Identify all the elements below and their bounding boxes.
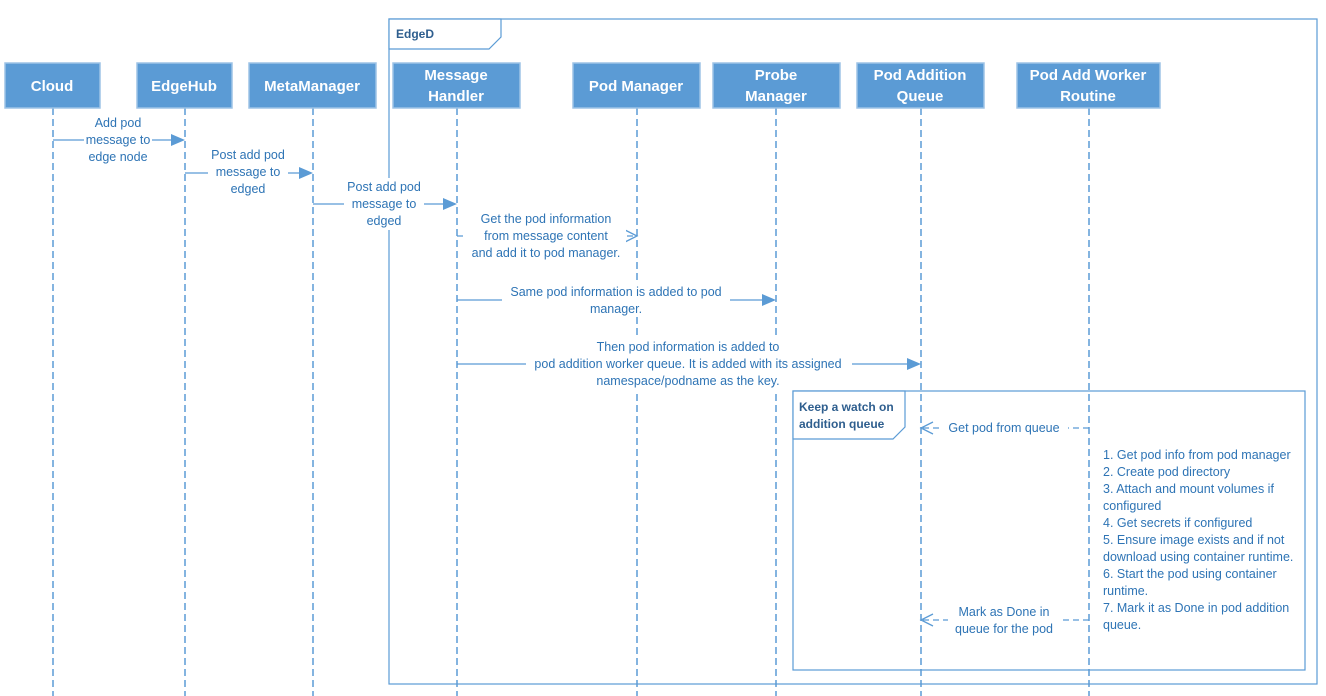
message-handler-to-probemanager: Same pod information is added to pod man… <box>457 283 776 317</box>
worker-steps-note: 1. Get pod info from pod manager 2. Crea… <box>1098 445 1304 637</box>
message-label-line: edged <box>231 182 266 196</box>
arrowhead <box>762 294 776 306</box>
worker-step-line: 2. Create pod directory <box>1103 465 1231 479</box>
actor-metamanager: MetaManager <box>248 62 377 109</box>
message-label-line: and add it to pod manager. <box>472 246 621 260</box>
message-label-line: from message content <box>484 229 608 243</box>
actor-edgehub: EdgeHub <box>136 62 233 109</box>
message-label-line: Post add pod <box>211 148 285 162</box>
actor-cloud: Cloud <box>4 62 101 109</box>
actor-pod-addition-queue: Pod Addition Queue <box>856 62 985 109</box>
worker-step-line: configured <box>1103 499 1161 513</box>
message-label-line: Get pod from queue <box>948 421 1059 435</box>
actor-pod-addition-queue-label-1: Pod Addition <box>874 67 967 84</box>
actor-pod-add-worker-routine-label-2: Routine <box>1060 88 1116 105</box>
edged-frame-title: EdgeD <box>396 27 434 41</box>
message-label-line: message to <box>352 197 417 211</box>
message-label-line: queue for the pod <box>955 622 1053 636</box>
message-label-line: pod addition worker queue. It is added w… <box>534 357 841 371</box>
actor-cloud-label: Cloud <box>31 78 74 95</box>
actor-pod-add-worker-routine: Pod Add Worker Routine <box>1016 62 1161 109</box>
message-label-line: Get the pod information <box>481 212 612 226</box>
message-label-line: edge node <box>88 150 147 164</box>
actor-pod-add-worker-routine-label-1: Pod Add Worker <box>1030 67 1147 84</box>
arrowhead <box>299 167 313 179</box>
watch-frame-title-line-1: Keep a watch on <box>799 400 894 414</box>
watch-frame: Keep a watch on addition queue <box>792 390 1306 671</box>
arrowhead <box>171 134 185 146</box>
actor-probe-manager: Probe Manager <box>712 62 841 109</box>
message-label-line: Add pod <box>95 116 142 130</box>
message-label-line: manager. <box>590 302 642 316</box>
message-cloud-to-edgehub: Add pod message to edge node <box>53 113 185 165</box>
actor-metamanager-label: MetaManager <box>264 78 360 95</box>
open-arrowhead <box>919 613 934 627</box>
actor-message-handler-label-2: Handler <box>428 88 484 105</box>
arrowhead <box>443 198 457 210</box>
worker-step-line: 3. Attach and mount volumes if <box>1103 482 1274 496</box>
worker-step-line: download using container runtime. <box>1103 550 1293 564</box>
message-label-line: message to <box>216 165 281 179</box>
actor-edgehub-label: EdgeHub <box>151 78 217 95</box>
actor-pod-manager-label: Pod Manager <box>589 78 683 95</box>
actor-message-handler: Message Handler <box>392 62 521 109</box>
open-arrowhead <box>624 229 639 243</box>
lifelines <box>52 108 1090 696</box>
actor-message-handler-label-1: Message <box>424 67 487 84</box>
worker-step-line: runtime. <box>1103 584 1148 598</box>
worker-step-line: 1. Get pod info from pod manager <box>1103 448 1291 462</box>
arrowhead <box>907 358 921 370</box>
message-label-line: namespace/podname as the key. <box>596 374 779 388</box>
open-arrowhead <box>919 421 934 435</box>
worker-step-line: 4. Get secrets if configured <box>1103 516 1252 530</box>
message-worker-mark-done: Mark as Done in queue for the pod <box>919 603 1089 637</box>
message-label-line: edged <box>367 214 402 228</box>
message-label-line: Post add pod <box>347 180 421 194</box>
message-worker-get-from-queue: Get pod from queue <box>919 419 1089 437</box>
worker-step-line: queue. <box>1103 618 1141 632</box>
actor-pod-manager: Pod Manager <box>572 62 701 109</box>
watch-frame-title-line-2: addition queue <box>799 417 885 431</box>
worker-step-line: 7. Mark it as Done in pod addition <box>1103 601 1289 615</box>
message-label-line: Then pod information is added to <box>597 340 780 354</box>
worker-step-line: 6. Start the pod using container <box>1103 567 1277 581</box>
message-edgehub-to-metamanager: Post add pod message to edged <box>185 146 313 198</box>
message-label-line: Same pod information is added to pod <box>510 285 721 299</box>
worker-step-line: 5. Ensure image exists and if not <box>1103 533 1285 547</box>
message-metamanager-to-handler: Post add pod message to edged <box>313 178 457 230</box>
actor-probe-manager-label-1: Probe <box>755 67 798 84</box>
edged-frame: EdgeD <box>388 18 1318 685</box>
message-label-line: message to <box>86 133 151 147</box>
message-label-line: Mark as Done in <box>958 605 1049 619</box>
message-handler-to-queue: Then pod information is added to pod add… <box>457 338 921 390</box>
message-handler-to-podmanager: Get the pod information from message con… <box>457 209 639 261</box>
actor-pod-addition-queue-label-2: Queue <box>897 88 944 105</box>
actor-probe-manager-label-2: Manager <box>745 88 807 105</box>
